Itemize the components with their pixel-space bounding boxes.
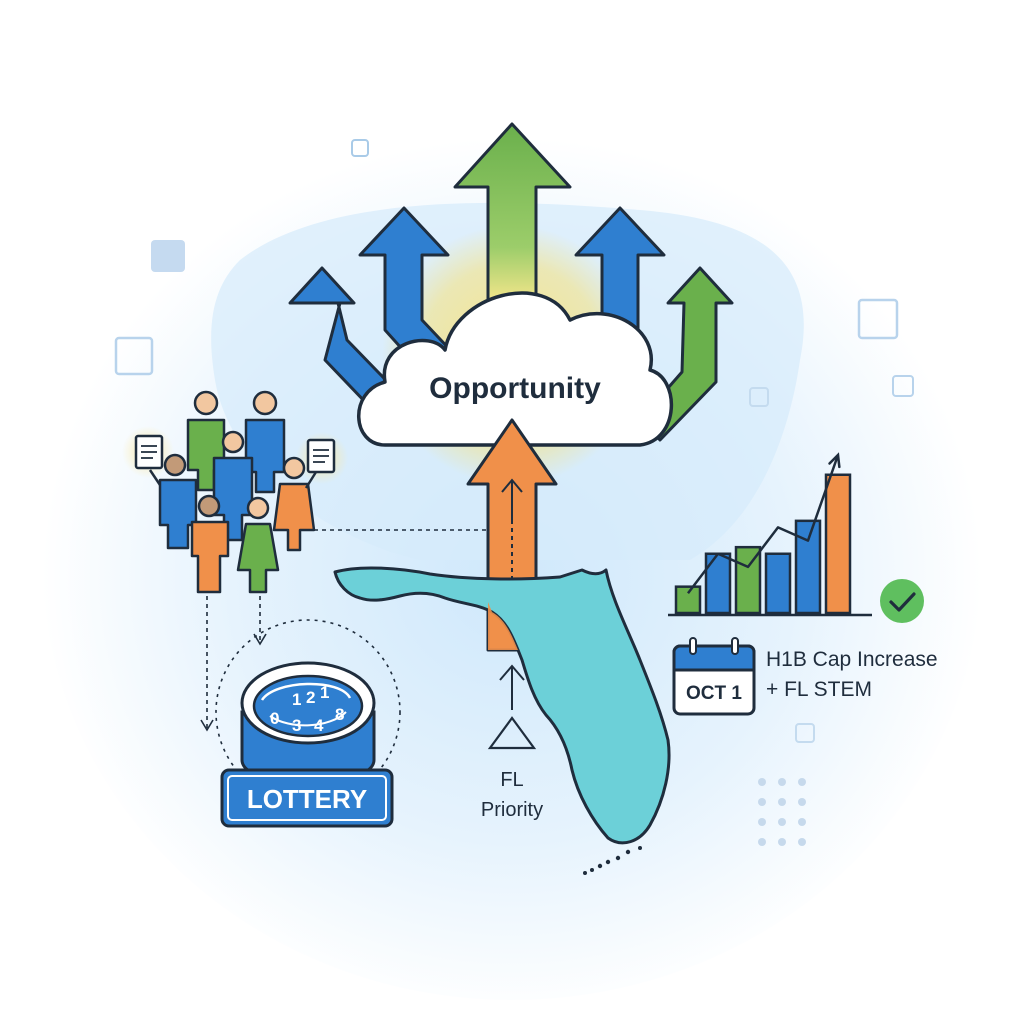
- svg-text:8: 8: [335, 705, 344, 724]
- calendar-date: OCT 1: [686, 683, 742, 704]
- growth-bar-chart: [668, 452, 872, 617]
- trend-arrow-icon: [828, 452, 841, 469]
- florida-map: [333, 566, 671, 845]
- upward-arrow-icon: [453, 122, 572, 302]
- chart-bar: [794, 519, 822, 615]
- svg-text:4: 4: [314, 716, 324, 735]
- document-icon: [306, 438, 336, 474]
- caption-line2: + FL STEM: [766, 678, 872, 701]
- priority-markers: [487, 478, 537, 750]
- dot-grid: [758, 778, 806, 846]
- upward-arrow-icon: [501, 478, 523, 520]
- priority-label-line2: Priority: [481, 799, 543, 821]
- checkmark-icon: [880, 579, 924, 623]
- trend-line: [687, 454, 840, 595]
- svg-text:1: 1: [320, 683, 329, 702]
- lottery-connectors: [200, 596, 267, 732]
- triangle-icon: [487, 716, 537, 750]
- person-icon: [212, 430, 254, 542]
- calendar-icon: OCT 1: [672, 637, 756, 716]
- svg-text:0: 0: [270, 709, 279, 728]
- document-icon: [134, 434, 164, 470]
- chart-bar: [764, 552, 792, 615]
- chart-bar: [824, 473, 852, 615]
- arrow-tail: [488, 602, 518, 650]
- person-icon: [190, 494, 230, 594]
- cloud-label: Opportunity: [429, 372, 601, 405]
- opportunity-cloud: Opportunity: [357, 291, 673, 447]
- decorative-squares: [114, 139, 914, 743]
- svg-text:2: 2: [306, 688, 315, 707]
- svg-text:3: 3: [292, 716, 301, 735]
- people-group: [122, 390, 348, 594]
- svg-text:1: 1: [292, 690, 301, 709]
- upward-arrow-icon: [499, 664, 525, 710]
- lottery-drum: 1 2 1 0 3 4 8: [215, 619, 401, 805]
- upward-arrow-icon: [358, 206, 457, 382]
- person-icon: [244, 390, 286, 494]
- person-icon: [236, 496, 280, 594]
- lottery-numbers: 1 2 1 0 3 4 8: [270, 683, 344, 735]
- lottery-badge: LOTTERY: [220, 768, 394, 828]
- chart-bar: [674, 585, 702, 615]
- priority-label-line1: FL: [500, 769, 523, 791]
- person-icon: [272, 456, 318, 552]
- person-icon: [148, 453, 198, 550]
- chart-bar: [704, 552, 732, 615]
- lottery-label: LOTTERY: [247, 784, 367, 814]
- florida-keys: [583, 846, 642, 875]
- caption-line1: H1B Cap Increase: [766, 648, 938, 671]
